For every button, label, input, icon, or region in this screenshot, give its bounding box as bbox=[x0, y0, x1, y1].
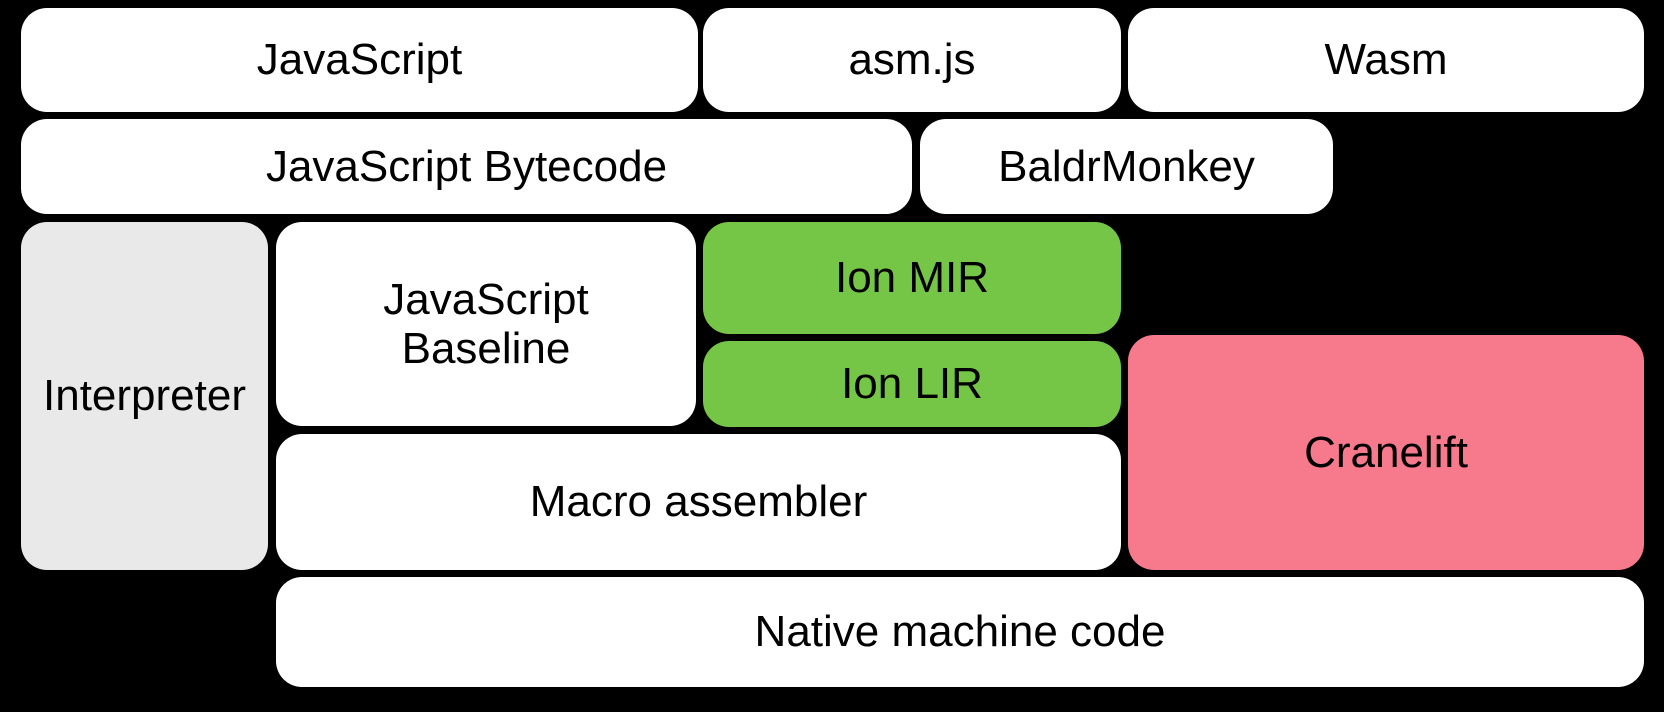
node-cranelift[interactable]: Cranelift bbox=[1128, 335, 1644, 570]
node-javascript-bytecode[interactable]: JavaScript Bytecode bbox=[21, 119, 912, 214]
node-wasm[interactable]: Wasm bbox=[1128, 8, 1644, 112]
node-asm-js[interactable]: asm.js bbox=[703, 8, 1121, 112]
node-javascript[interactable]: JavaScript bbox=[21, 8, 698, 112]
node-ion-lir[interactable]: Ion LIR bbox=[703, 341, 1121, 427]
node-native-machine-code[interactable]: Native machine code bbox=[276, 577, 1644, 687]
node-baldrmonkey[interactable]: BaldrMonkey bbox=[920, 119, 1333, 214]
node-javascript-baseline[interactable]: JavaScript Baseline bbox=[276, 222, 696, 426]
node-macro-assembler[interactable]: Macro assembler bbox=[276, 434, 1121, 570]
node-interpreter[interactable]: Interpreter bbox=[21, 222, 268, 570]
node-ion-mir[interactable]: Ion MIR bbox=[703, 222, 1121, 334]
